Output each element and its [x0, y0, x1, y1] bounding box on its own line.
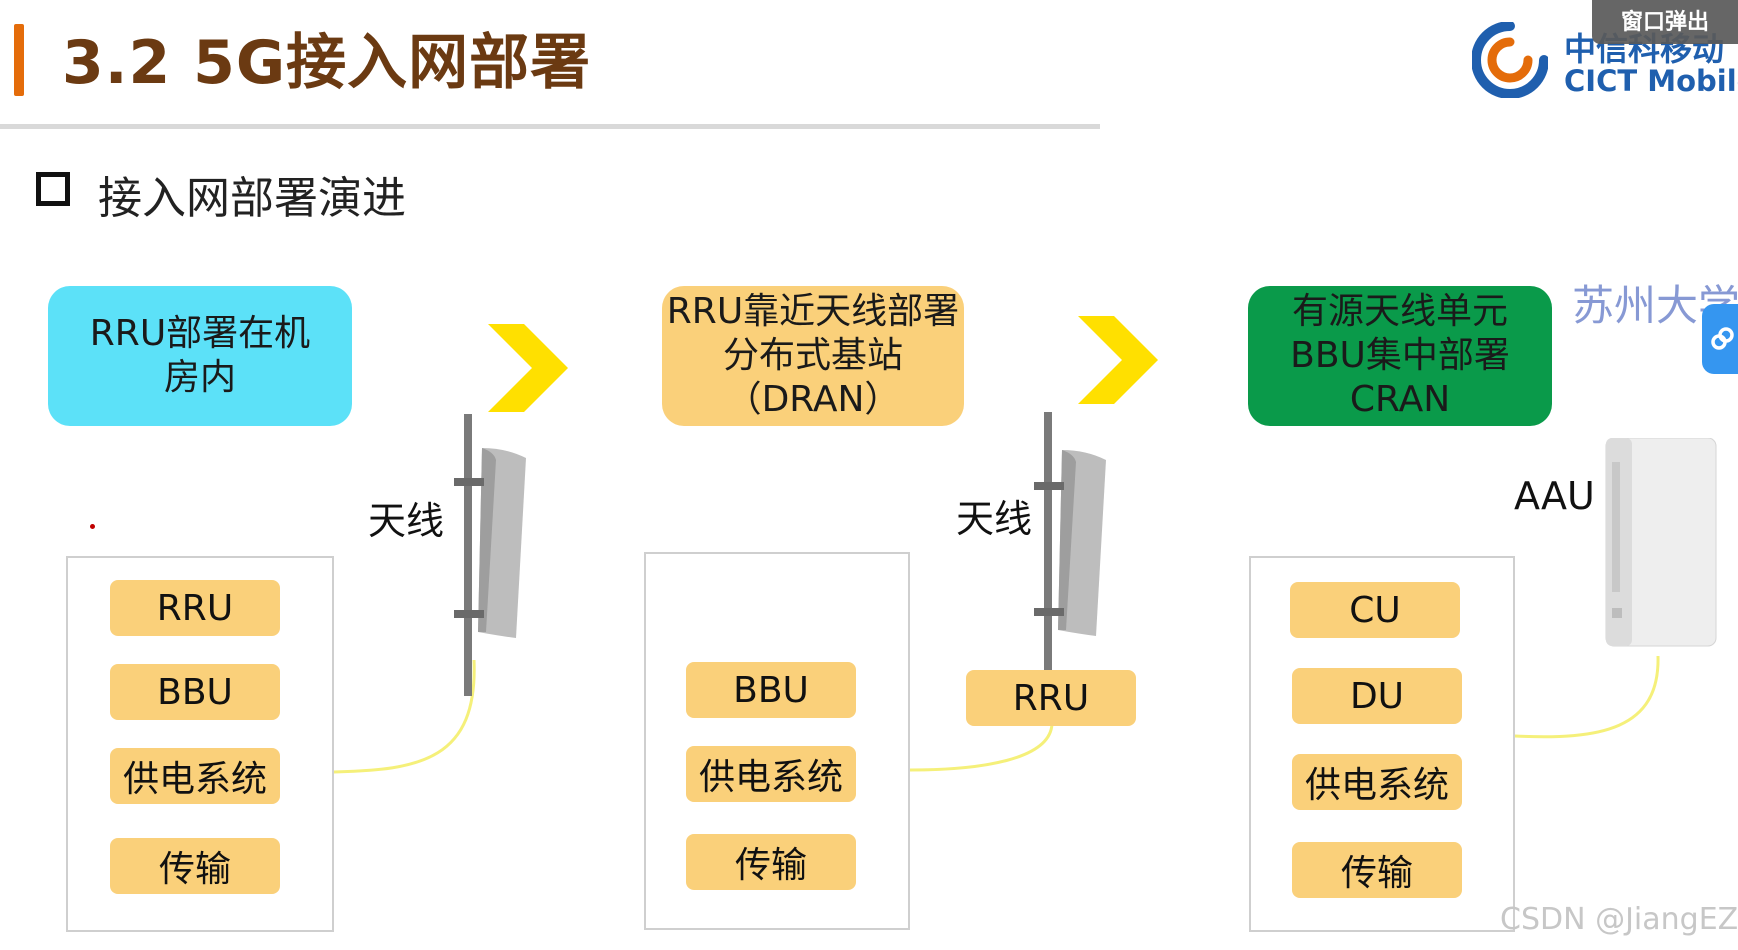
- header-divider: [0, 124, 1100, 129]
- module-rru: RRU: [110, 580, 280, 636]
- company-logo: 中信科移动 CICT Mobile: [1472, 22, 1738, 106]
- antenna-2-label: 天线: [956, 497, 1033, 541]
- module-cu: CU: [1290, 582, 1460, 638]
- section-bullet-square: [36, 172, 70, 206]
- stage-box-dran: RRU靠近天线部署 分布式基站 （DRAN）: [662, 286, 964, 426]
- module-du: DU: [1292, 668, 1462, 724]
- window-popup-button[interactable]: 窗口弹出: [1592, 0, 1738, 44]
- module-transport: 传输: [1292, 842, 1462, 898]
- logo-swirl-icon: [1472, 22, 1548, 98]
- antenna-1-label: 天线: [368, 499, 445, 543]
- red-dot-marker: [90, 524, 95, 529]
- title-accent-bar: [14, 24, 24, 96]
- module-power-system: 供电系统: [686, 746, 856, 802]
- module-bbu: BBU: [686, 662, 856, 718]
- stage-box-rru-in-room: RRU部署在机 房内: [48, 286, 352, 426]
- aau-device-image: [1605, 438, 1717, 647]
- module-transport: 传输: [110, 838, 280, 894]
- stage-box-cran: 有源天线单元 BBU集中部署 CRAN: [1248, 286, 1552, 426]
- csdn-watermark: CSDN @JiangEZ: [1500, 902, 1738, 937]
- side-link-tab[interactable]: [1702, 304, 1738, 374]
- antenna-2-image: [1034, 412, 1106, 674]
- logo-english-text: CICT Mobile: [1564, 64, 1738, 98]
- module-power-system: 供电系统: [1292, 754, 1462, 810]
- link-icon: [1711, 327, 1734, 350]
- module-bbu: BBU: [110, 664, 280, 720]
- module-power-system: 供电系统: [110, 748, 280, 804]
- chevron-right-icon: [488, 324, 568, 412]
- module-transport: 传输: [686, 834, 856, 890]
- aau-label: AAU: [1514, 474, 1595, 518]
- page-title: 3.2 5G接入网部署: [62, 28, 592, 98]
- chevron-right-icon: [1078, 316, 1158, 404]
- section-title: 接入网部署演进: [98, 173, 406, 224]
- module-rru-external: RRU: [966, 670, 1136, 726]
- antenna-1-image: [454, 414, 526, 696]
